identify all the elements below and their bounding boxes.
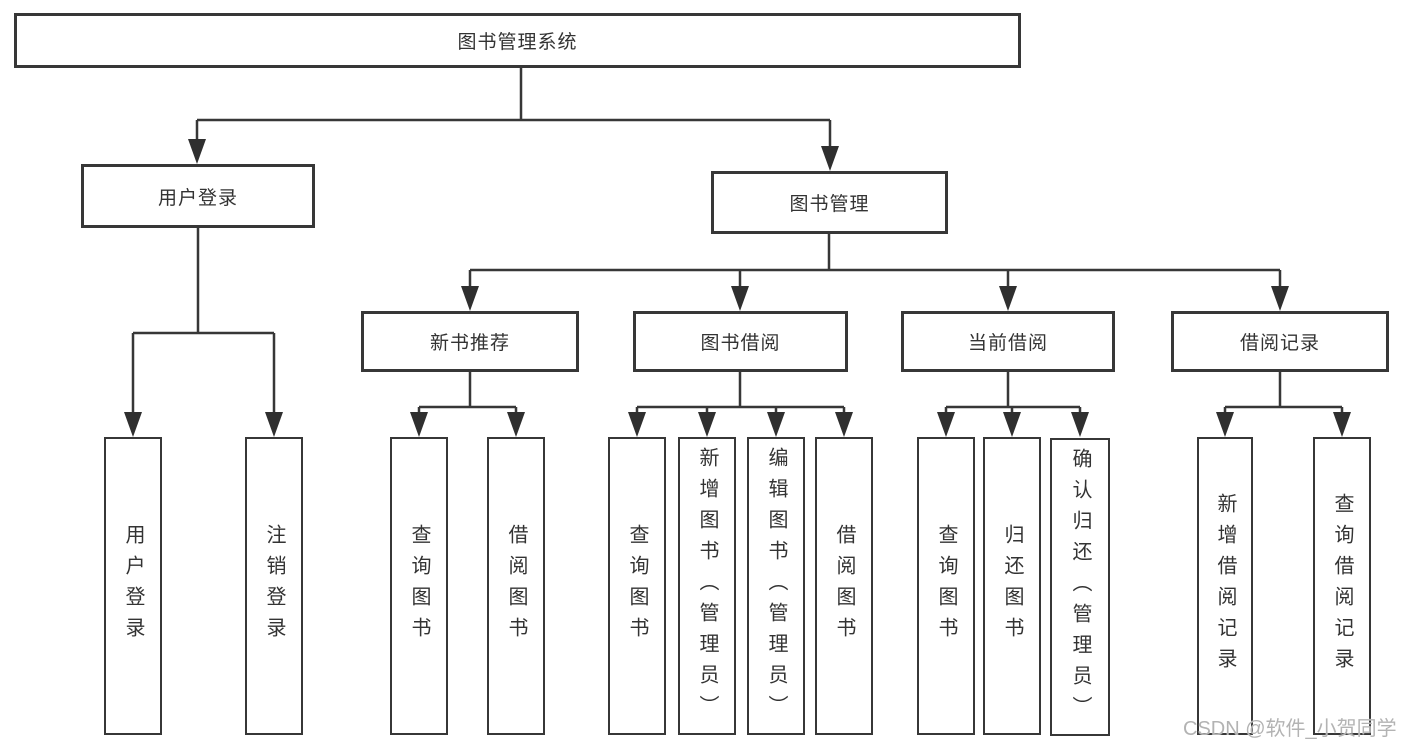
- leaf-confirm-return-admin-label: 确认归还（管理员）: [1069, 447, 1091, 727]
- leaf-add-borrow-record: 新增借阅记录: [1197, 437, 1253, 735]
- leaf-query-books-2: 查询图书: [608, 437, 666, 735]
- leaf-borrow-books-1-label: 借阅图书: [505, 524, 527, 648]
- leaf-logout: 注销登录: [245, 437, 303, 735]
- leaf-borrow-books-1: 借阅图书: [487, 437, 545, 735]
- leaf-query-books-3-label: 查询图书: [935, 524, 957, 648]
- node-new-book-recommend: 新书推荐: [361, 311, 579, 372]
- leaf-query-books-3: 查询图书: [917, 437, 975, 735]
- leaf-borrow-books-2-label: 借阅图书: [833, 524, 855, 648]
- leaf-return-book: 归还图书: [983, 437, 1041, 735]
- leaf-logout-label: 注销登录: [263, 524, 285, 648]
- node-root: 图书管理系统: [14, 13, 1021, 68]
- leaf-edit-book-admin: 编辑图书（管理员）: [747, 437, 805, 735]
- leaf-borrow-books-2: 借阅图书: [815, 437, 873, 735]
- leaf-confirm-return-admin: 确认归还（管理员）: [1050, 438, 1110, 736]
- leaf-edit-book-admin-label: 编辑图书（管理员）: [765, 446, 787, 726]
- node-book-management: 图书管理: [711, 171, 948, 234]
- leaf-user-login-label: 用户登录: [122, 524, 144, 648]
- node-book-borrowing: 图书借阅: [633, 311, 848, 372]
- leaf-user-login: 用户登录: [104, 437, 162, 735]
- leaf-query-borrow-record-label: 查询借阅记录: [1331, 493, 1353, 679]
- leaf-query-borrow-record: 查询借阅记录: [1313, 437, 1371, 735]
- leaf-query-books-2-label: 查询图书: [626, 524, 648, 648]
- leaf-query-books-1-label: 查询图书: [408, 524, 430, 648]
- leaf-return-book-label: 归还图书: [1001, 524, 1023, 648]
- csdn-watermark: CSDN @软件_小贺同学: [1183, 718, 1397, 740]
- node-current-borrowing: 当前借阅: [901, 311, 1115, 372]
- node-user-login: 用户登录: [81, 164, 315, 228]
- leaf-query-books-1: 查询图书: [390, 437, 448, 735]
- node-borrowing-records: 借阅记录: [1171, 311, 1389, 372]
- leaf-add-borrow-record-label: 新增借阅记录: [1214, 493, 1236, 679]
- leaf-add-book-admin-label: 新增图书（管理员）: [696, 446, 718, 726]
- leaf-add-book-admin: 新增图书（管理员）: [678, 437, 736, 735]
